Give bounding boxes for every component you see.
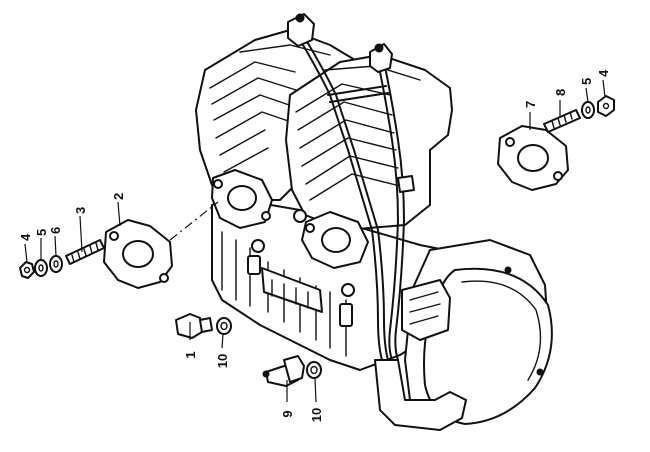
front-threaded-port xyxy=(341,283,355,297)
part-2-bolt-hole-b xyxy=(159,273,169,283)
callout-9: 9 xyxy=(280,410,295,417)
leader-10-left xyxy=(221,333,224,349)
rear-exhaust-port-opening xyxy=(227,185,257,211)
callout-6: 6 xyxy=(48,227,63,234)
part-2-assembly-line xyxy=(169,201,219,241)
front-cylinder-head xyxy=(285,54,453,231)
impulse-hoses xyxy=(287,13,415,361)
part-4-nut-left-hole xyxy=(23,266,31,274)
part-1-plug-shank xyxy=(199,317,213,333)
leader-2 xyxy=(117,201,121,227)
part-10-gasket-right-hole xyxy=(310,365,318,375)
callout-5-right: 5 xyxy=(579,78,594,85)
part-6-lock-washer xyxy=(49,255,63,273)
part-8-stud xyxy=(543,109,581,133)
recoil-bolt-right xyxy=(536,368,544,376)
recoil-cover-rim xyxy=(461,280,542,381)
callout-8: 8 xyxy=(553,89,568,96)
bottom-loop xyxy=(374,359,467,431)
hose-fitting-rear xyxy=(287,13,315,47)
leader-6 xyxy=(54,235,57,257)
callouts: 4 5 6 3 2 1 10 9 10 7 8 5 4 xyxy=(18,69,611,422)
part-10-gasket-left-hole xyxy=(220,321,228,331)
leader-3 xyxy=(79,215,83,253)
hose-rear-inner xyxy=(305,39,389,361)
hose-clip xyxy=(397,175,415,193)
part-8-stud-threads xyxy=(551,111,573,129)
leader-4-left xyxy=(24,243,28,263)
part-5-washer-right-hole xyxy=(585,106,591,114)
front-exhaust-port-opening xyxy=(321,227,351,253)
callout-1: 1 xyxy=(183,351,198,358)
part-2-bolt-hole-a xyxy=(109,231,119,241)
callout-2: 2 xyxy=(111,193,126,200)
callout-4-left: 4 xyxy=(18,233,33,241)
side-box xyxy=(401,279,451,341)
lower-bracket-slots xyxy=(271,279,309,309)
part-4-nut-left xyxy=(19,261,35,279)
hose-front-inner xyxy=(383,61,405,361)
leader-10-right xyxy=(314,377,317,403)
callout-7: 7 xyxy=(523,101,538,108)
part-4-nut-right xyxy=(597,95,615,117)
part-3-stud-threads xyxy=(71,242,99,263)
part-10-gasket-right xyxy=(306,361,322,379)
rear-boss xyxy=(247,255,261,275)
part-6-lock-washer-hole xyxy=(53,260,59,268)
callout-10-left: 10 xyxy=(215,354,230,368)
part-10-gasket-left xyxy=(216,317,232,335)
hose-fitting-rear-cap xyxy=(295,13,305,23)
front-port-bolt-hole-top xyxy=(305,223,315,233)
leader-4-right xyxy=(602,79,606,98)
recoil-bolt-top xyxy=(504,266,512,274)
front-head-fins xyxy=(295,83,401,201)
part-1-plug xyxy=(175,313,203,339)
leader-lines xyxy=(24,79,606,403)
part-5-washer-left-hole xyxy=(38,264,44,272)
rear-threaded-port xyxy=(251,239,265,253)
hose-bridge xyxy=(327,85,389,103)
part-9-fitting-nipple xyxy=(262,370,270,378)
part-7-bolt-hole-b xyxy=(553,171,563,181)
leader-5-right xyxy=(585,87,589,103)
center-nut xyxy=(293,209,307,223)
left-exploded-parts xyxy=(19,201,219,289)
hose-front xyxy=(377,61,399,361)
callout-5-left: 5 xyxy=(34,229,49,236)
part-5-washer-left xyxy=(34,259,48,277)
callout-4-right: 4 xyxy=(596,69,611,77)
rear-head-fins xyxy=(209,61,301,173)
engine-assembly xyxy=(195,29,553,431)
callout-10-right: 10 xyxy=(309,408,324,422)
right-exploded-parts xyxy=(497,95,615,191)
part-7-bolt-hole-a xyxy=(505,137,515,147)
lower-bracket xyxy=(261,267,323,313)
part-7-center-hole xyxy=(517,144,549,172)
part-9-fitting-head xyxy=(283,355,305,383)
side-box-detail xyxy=(409,291,441,325)
bottom-exploded-parts xyxy=(175,313,322,387)
rear-port-bolt-hole-bottom xyxy=(261,211,271,221)
rear-port-bolt-hole-top xyxy=(213,179,223,189)
callout-3: 3 xyxy=(73,207,88,214)
hose-fitting-front-cap xyxy=(374,43,384,53)
front-boss xyxy=(339,303,353,327)
part-4-nut-right-hole xyxy=(602,102,610,110)
part-5-washer-right xyxy=(581,101,595,119)
part-2-center-hole xyxy=(122,240,154,268)
hose-fitting-front xyxy=(369,43,393,73)
